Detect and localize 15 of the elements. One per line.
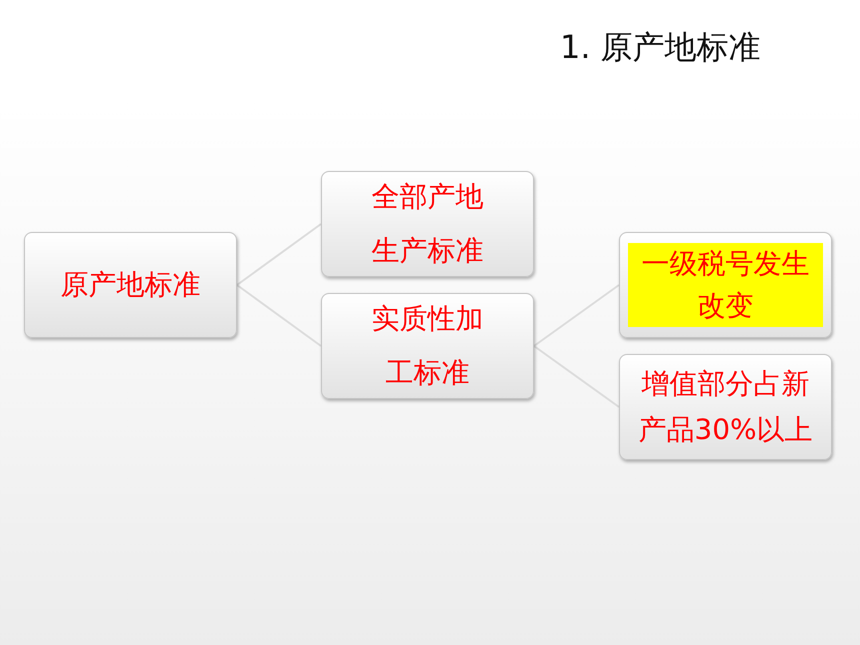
concept-box: [24, 232, 237, 338]
concept-box: [321, 171, 534, 277]
box-label: 增值部分占新产品30%以上: [637, 366, 814, 448]
box-label: 原产地标准: [60, 267, 200, 303]
connector-line: [236, 284, 322, 347]
box-label: 实质性加工标准: [370, 301, 484, 391]
concept-box: [619, 232, 832, 338]
concept-box: [619, 354, 832, 460]
slide-title: 1. 原产地标准: [560, 27, 761, 68]
box-label: 全部产地生产标准: [370, 179, 484, 269]
connector-line: [533, 345, 620, 408]
concept-box: [321, 293, 534, 399]
connector-line: [533, 284, 620, 347]
box-label: 一级税号发生改变: [628, 243, 823, 327]
connector-line: [236, 223, 322, 286]
